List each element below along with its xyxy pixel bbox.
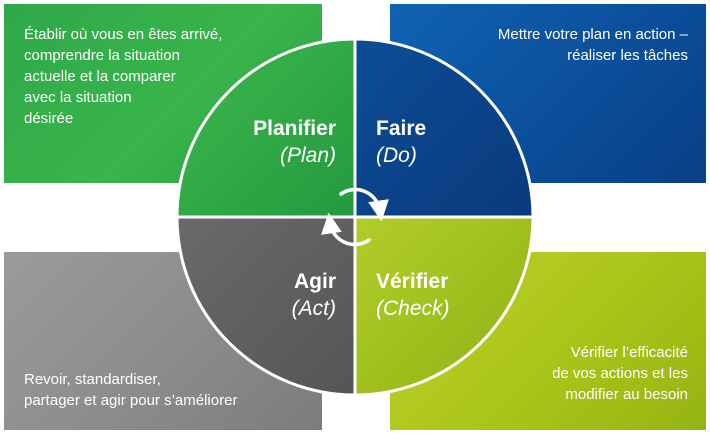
- act-label: Agir (Act): [200, 268, 336, 322]
- plan-description-line: désirée: [24, 110, 74, 127]
- check-quadrant: [355, 217, 533, 395]
- do-quadrant: [355, 39, 533, 217]
- do-title: Faire: [376, 117, 427, 140]
- act-title: Agir: [294, 270, 336, 293]
- do-description-line: réaliser les tâches: [567, 47, 688, 64]
- do-label: Faire (Do): [376, 115, 512, 169]
- do-subtitle: (Do): [376, 144, 417, 167]
- plan-description-line: Établir où vous en êtes arrivé,: [24, 26, 223, 43]
- plan-description-line: comprendre la situation: [24, 47, 180, 64]
- act-subtitle: (Act): [291, 297, 336, 320]
- check-subtitle: (Check): [376, 297, 450, 320]
- plan-description-line: actuelle et la comparer: [24, 68, 176, 85]
- check-label: Vérifier (Check): [376, 268, 512, 322]
- outer-ring: [175, 37, 535, 397]
- plan-label: Planifier (Plan): [200, 115, 336, 169]
- act-description-line: Revoir, standardiser,: [24, 371, 161, 388]
- plan-subtitle: (Plan): [279, 144, 336, 167]
- check-description-line: modifier au besoin: [565, 386, 688, 403]
- do-description-line: Mettre votre plan en action –: [497, 26, 688, 43]
- check-description-line: de vos actions et les: [552, 365, 688, 382]
- act-description-line: partager et agir pour s’améliorer: [24, 392, 238, 409]
- cycle-arrows-icon: [321, 187, 389, 247]
- plan-quadrant: [177, 39, 355, 217]
- plan-description-line: avec la situation: [24, 89, 132, 106]
- check-title: Vérifier: [376, 270, 449, 293]
- act-quadrant: [177, 217, 355, 395]
- check-description-line: Vérifier l’efficacité: [570, 344, 688, 361]
- plan-title: Planifier: [253, 117, 336, 140]
